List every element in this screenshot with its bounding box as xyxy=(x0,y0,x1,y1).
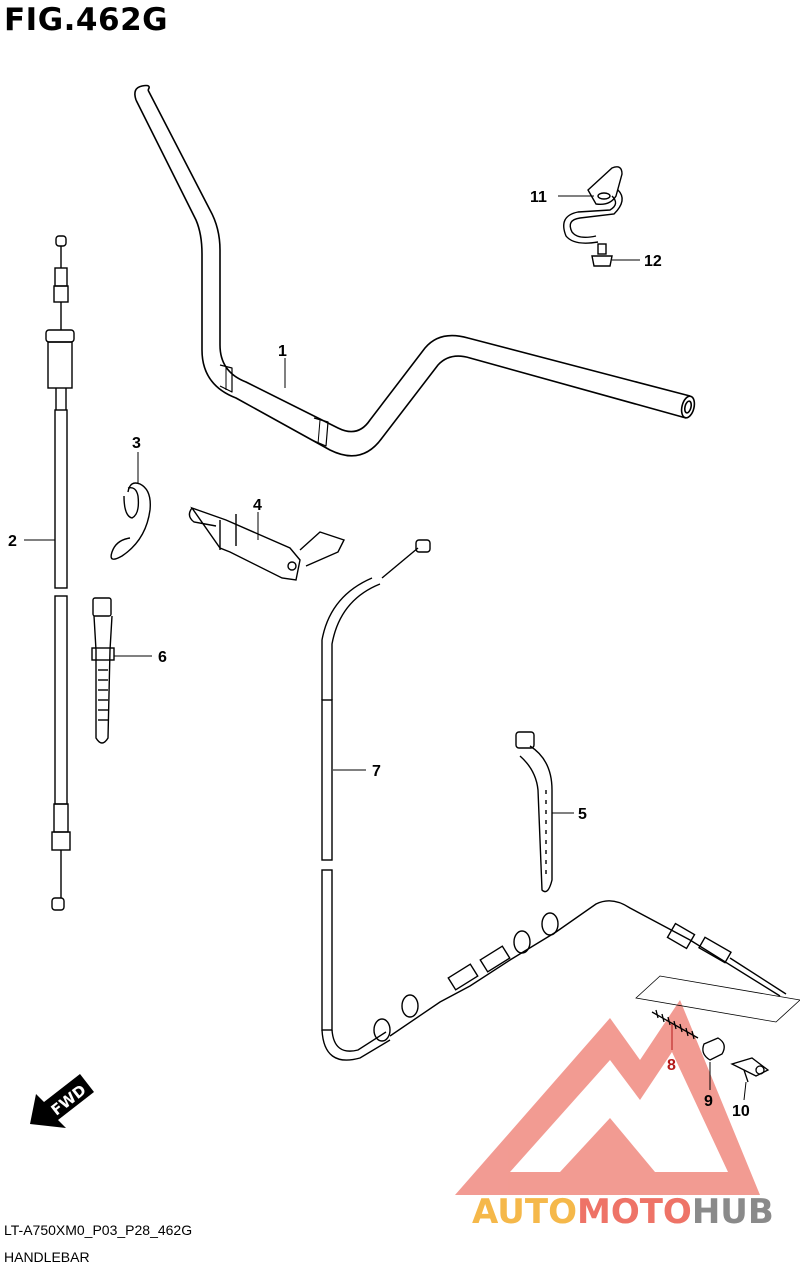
callout-4: 4 xyxy=(253,497,262,514)
callout-9: 9 xyxy=(704,1093,713,1110)
watermark-moto: MOTO xyxy=(577,1192,692,1232)
bracket-part xyxy=(188,506,345,581)
watermark-hub: HUB xyxy=(692,1192,774,1232)
callout-11: 11 xyxy=(530,189,547,206)
leader-10 xyxy=(743,1081,747,1101)
clip-part xyxy=(110,482,151,560)
callout-5: 5 xyxy=(578,806,587,823)
callout-6: 6 xyxy=(158,649,167,666)
figure-code: LT-A750XM0_P03_P28_462G xyxy=(4,1222,193,1238)
cable-tie-5-part xyxy=(515,731,553,893)
callout-1: 1 xyxy=(278,343,287,360)
callout-7: 7 xyxy=(372,763,381,780)
cable-tie-6-part xyxy=(91,597,115,744)
callout-10: 10 xyxy=(732,1103,750,1120)
callout-8: 8 xyxy=(667,1057,676,1074)
callout-12: 12 xyxy=(644,253,662,270)
clip-10-part xyxy=(730,1057,770,1083)
cable-left-part xyxy=(45,235,75,911)
cable-7-part xyxy=(321,539,787,1061)
figure-title: FIG.462G xyxy=(4,2,169,38)
figure-name: HANDLEBAR xyxy=(4,1249,90,1265)
sleeve-part xyxy=(702,1037,725,1061)
fwd-arrow-icon: FWD xyxy=(30,1074,94,1128)
handlebar-part xyxy=(134,84,696,457)
callout-2: 2 xyxy=(8,533,17,550)
spring-part xyxy=(651,1009,699,1040)
bolt-part xyxy=(591,243,613,267)
watermark-text: AUTOMOTOHUB xyxy=(472,1192,774,1232)
watermark-auto: AUTO xyxy=(472,1192,577,1232)
hook-bracket-part xyxy=(563,166,623,244)
watermark-logo xyxy=(455,1000,760,1195)
detail-box xyxy=(635,975,800,1023)
callout-3: 3 xyxy=(132,435,141,452)
